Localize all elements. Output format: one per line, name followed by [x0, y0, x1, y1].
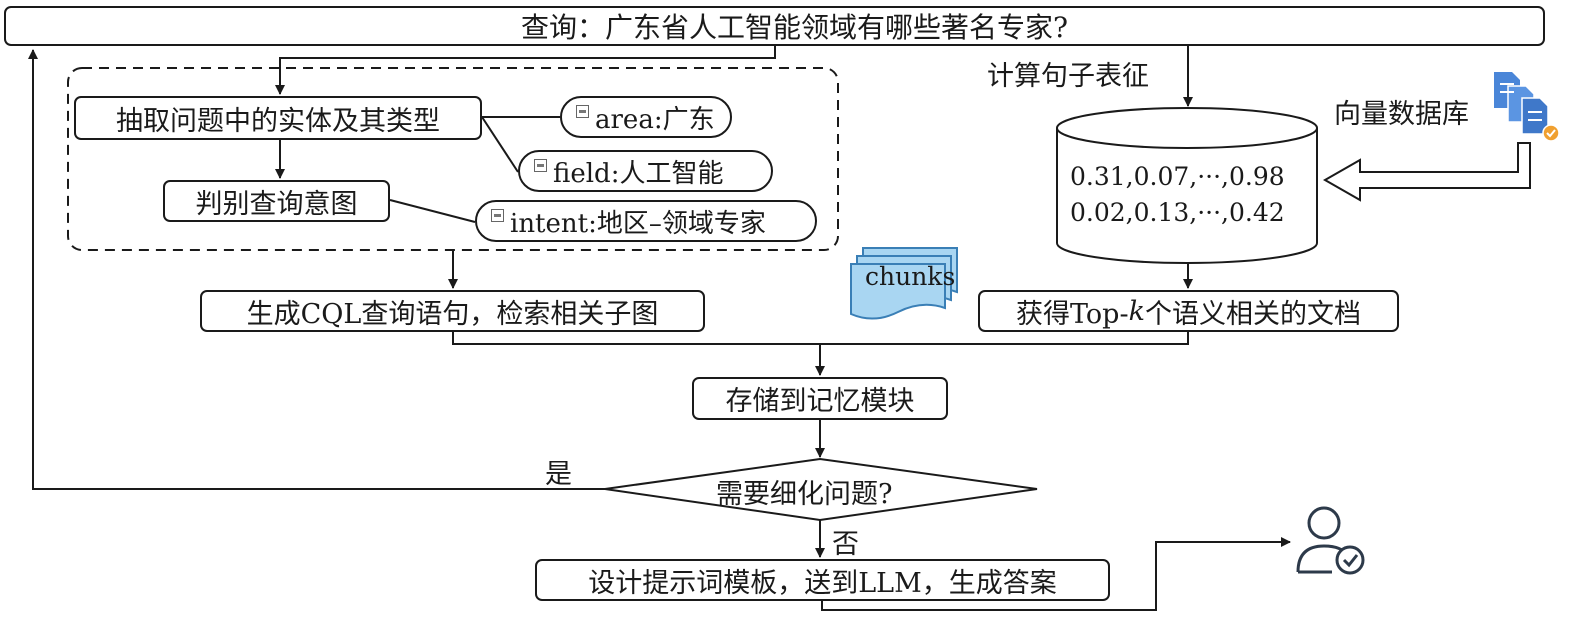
vector-db-documents-icon: [1494, 72, 1560, 142]
tag-field-label: field:人工智能: [553, 158, 724, 189]
classify-intent-box: 判别查询意图: [163, 180, 390, 222]
collapse-icon: [576, 105, 589, 118]
line-classify-to-intent: [389, 199, 476, 223]
refine-decision-diamond: [604, 457, 1038, 522]
collapse-icon: [491, 209, 504, 222]
top-k-k: k: [1128, 295, 1145, 327]
classify-intent-label: 判别查询意图: [195, 188, 358, 220]
yes-label: 是: [545, 459, 572, 490]
vector-database-cylinder: [1056, 107, 1318, 264]
chunks-icon: [850, 247, 958, 320]
vector-db-label: 向量数据库: [1334, 99, 1469, 130]
design-prompt-label: 设计提示词模板，送到LLM，生成答案: [588, 567, 1057, 599]
refine-decision-label: 需要细化问题?: [716, 479, 893, 510]
extract-entities-label: 抽取问题中的实体及其类型: [116, 105, 440, 137]
line-cql-to-merge: [452, 332, 1189, 345]
tag-field: field:人工智能: [518, 150, 773, 192]
tag-area: area:广东: [560, 96, 732, 138]
store-memory-box: 存储到记忆模块: [692, 377, 948, 420]
design-prompt-box: 设计提示词模板，送到LLM，生成答案: [535, 559, 1110, 601]
generate-cql-label: 生成CQL查询语句，检索相关子图: [246, 298, 659, 330]
line-extract-to-field: [481, 116, 519, 173]
answer-user-icon: [1296, 506, 1365, 575]
hollow-arrow-docs-to-db: [1322, 142, 1531, 202]
tag-intent: intent:地区–领域专家: [475, 200, 817, 242]
store-memory-label: 存储到记忆模块: [725, 386, 915, 417]
tag-area-label: area:广东: [595, 104, 715, 135]
top-k-suffix: 个语义相关的文档: [1144, 298, 1361, 330]
chunks-label: chunks: [865, 262, 956, 291]
top-k-prefix: 获得Top-: [1016, 298, 1129, 330]
extract-entities-box: 抽取问题中的实体及其类型: [74, 96, 482, 140]
query-bar: 查询：广东省人工智能领域有哪些著名专家?: [4, 6, 1545, 46]
query-text: 查询：广东省人工智能领域有哪些著名专家?: [520, 11, 1068, 44]
collapse-icon: [534, 159, 547, 172]
no-label: 否: [832, 529, 859, 560]
arrow-prompt-to-answer: [821, 537, 1291, 611]
generate-cql-box: 生成CQL查询语句，检索相关子图: [200, 290, 705, 332]
tag-intent-label: intent:地区–领域专家: [510, 208, 766, 239]
arrow-yes-loop-to-query: [28, 49, 605, 490]
arrow-query-to-extract: [275, 45, 776, 95]
compute-embedding-label: 计算句子表征: [987, 61, 1149, 92]
db-row-2: 0.02,0.13,···,0.42: [1070, 198, 1285, 227]
db-row-1: 0.31,0.07,···,0.98: [1070, 162, 1285, 191]
